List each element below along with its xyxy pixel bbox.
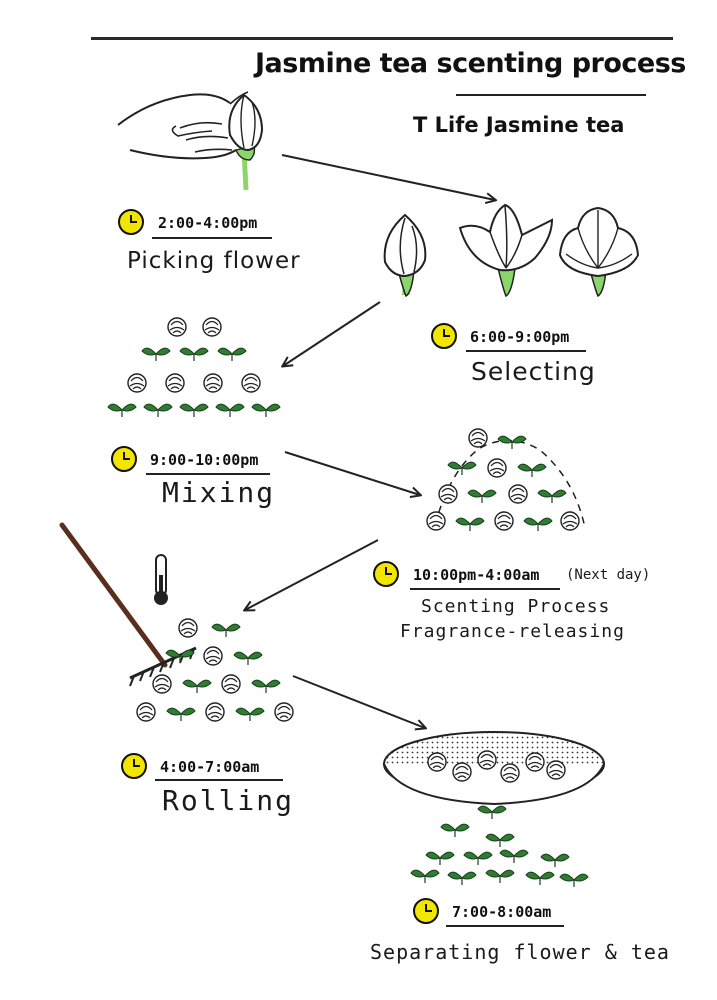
time-underline [146, 473, 270, 475]
selecting-flowers-illustration [383, 203, 640, 298]
tea-leaves-illustration [410, 805, 589, 888]
clock-icon [118, 209, 144, 235]
time-underline [466, 350, 586, 352]
thermometer-icon [154, 554, 168, 605]
clock-icon [413, 898, 439, 924]
page-title: Jasmine tea scenting process [255, 48, 686, 79]
step-label: Scenting Process [421, 596, 611, 617]
step-label: Selecting [471, 357, 596, 386]
page-subtitle: T Life Jasmine tea [413, 113, 625, 137]
hand-picking-illustration [117, 91, 264, 191]
title-underline [456, 94, 646, 96]
step-time: 2:00-4:00pm [158, 214, 258, 232]
step-time: 6:00-9:00pm [470, 328, 570, 346]
step-note: (Next day) [566, 567, 651, 583]
top-rule [91, 37, 673, 40]
time-underline [446, 925, 564, 927]
time-underline [410, 588, 560, 590]
clock-icon [121, 753, 147, 779]
step-time: 9:00-10:00pm [150, 451, 259, 469]
time-underline [155, 779, 283, 781]
step-label: Rolling [162, 784, 295, 817]
step-label-secondary: Fragrance-releasing [400, 621, 625, 642]
clock-icon [111, 446, 137, 472]
scenting-pile-illustration [426, 428, 586, 532]
rake-illustration [59, 522, 197, 687]
step-label: Mixing [162, 476, 276, 509]
step-time: 7:00-8:00am [452, 903, 552, 921]
clock-icon [373, 561, 399, 587]
step-label: Picking flower [127, 248, 301, 274]
step-time: 4:00-7:00am [160, 758, 260, 776]
step-label: Separating flower & tea [370, 940, 670, 964]
clock-icon [431, 323, 457, 349]
step-time: 10:00pm-4:00am [413, 566, 540, 584]
time-underline [152, 237, 272, 239]
mixing-pile-illustration [107, 317, 281, 418]
sieve-illustration [383, 731, 605, 806]
